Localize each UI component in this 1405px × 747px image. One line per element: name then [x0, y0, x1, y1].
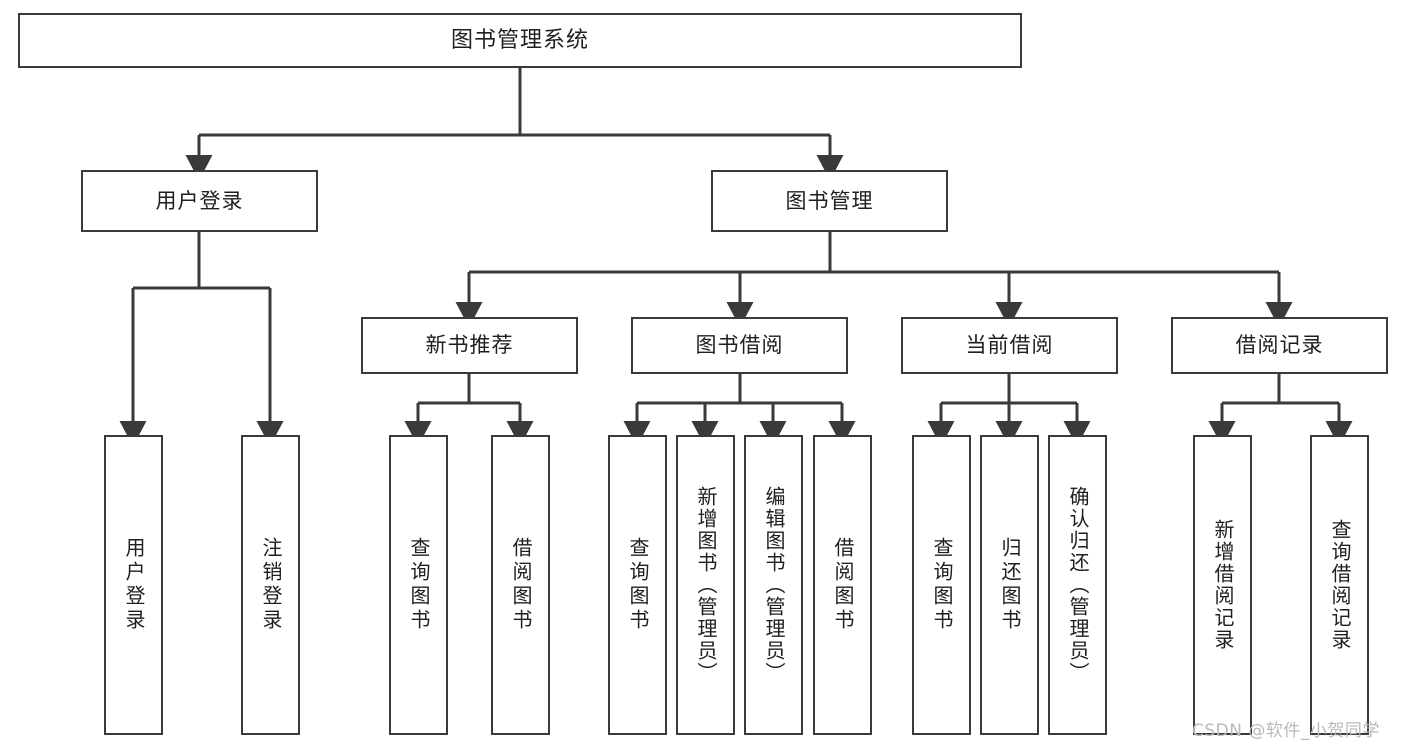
node-leaf-confirm-return[interactable]: 确认归还（管理员）: [1048, 435, 1107, 735]
node-leaf-query-book-1[interactable]: 查询图书: [389, 435, 448, 735]
node-label: 用户登录: [122, 537, 146, 633]
node-label: 归还图书: [998, 537, 1022, 633]
node-book-borrow[interactable]: 图书借阅: [631, 317, 848, 374]
node-label: 新书推荐: [425, 333, 514, 358]
node-leaf-return-book[interactable]: 归还图书: [980, 435, 1039, 735]
node-label: 借阅图书: [831, 537, 855, 633]
node-label: 图书管理: [785, 188, 874, 213]
node-label: 用户登录: [155, 188, 244, 213]
node-label: 当前借阅: [965, 333, 1054, 358]
node-leaf-query-book-2[interactable]: 查询图书: [608, 435, 667, 735]
node-root-system[interactable]: 图书管理系统: [18, 13, 1022, 68]
node-label: 查询图书: [930, 537, 954, 633]
node-leaf-add-book[interactable]: 新增图书（管理员）: [676, 435, 735, 735]
node-leaf-borrow-book-2[interactable]: 借阅图书: [813, 435, 872, 735]
node-leaf-borrow-book-1[interactable]: 借阅图书: [491, 435, 550, 735]
node-label: 查询图书: [626, 537, 650, 633]
node-label: 编辑图书（管理员）: [762, 486, 786, 684]
node-user-login[interactable]: 用户登录: [81, 170, 318, 232]
node-label: 注销登录: [259, 537, 283, 633]
node-label: 查询图书: [407, 537, 431, 633]
node-leaf-query-book-3[interactable]: 查询图书: [912, 435, 971, 735]
node-label: 图书借阅: [695, 333, 784, 358]
node-label: 确认归还（管理员）: [1066, 486, 1090, 684]
node-label: 借阅记录: [1235, 333, 1324, 358]
csdn-watermark: CSDN @软件_小贺同学: [1192, 721, 1380, 741]
node-leaf-add-record[interactable]: 新增借阅记录: [1193, 435, 1252, 735]
node-label: 新增借阅记录: [1211, 519, 1235, 651]
node-leaf-query-record[interactable]: 查询借阅记录: [1310, 435, 1369, 735]
node-label: 图书管理系统: [450, 27, 589, 53]
node-label: 查询借阅记录: [1328, 519, 1352, 651]
node-current-borrow[interactable]: 当前借阅: [901, 317, 1118, 374]
node-label: 借阅图书: [509, 537, 533, 633]
node-book-manage[interactable]: 图书管理: [711, 170, 948, 232]
node-leaf-edit-book[interactable]: 编辑图书（管理员）: [744, 435, 803, 735]
node-label: 新增图书（管理员）: [694, 486, 718, 684]
node-borrow-record[interactable]: 借阅记录: [1171, 317, 1388, 374]
node-leaf-user-login[interactable]: 用户登录: [104, 435, 163, 735]
node-leaf-user-logout[interactable]: 注销登录: [241, 435, 300, 735]
node-new-book-recommend[interactable]: 新书推荐: [361, 317, 578, 374]
